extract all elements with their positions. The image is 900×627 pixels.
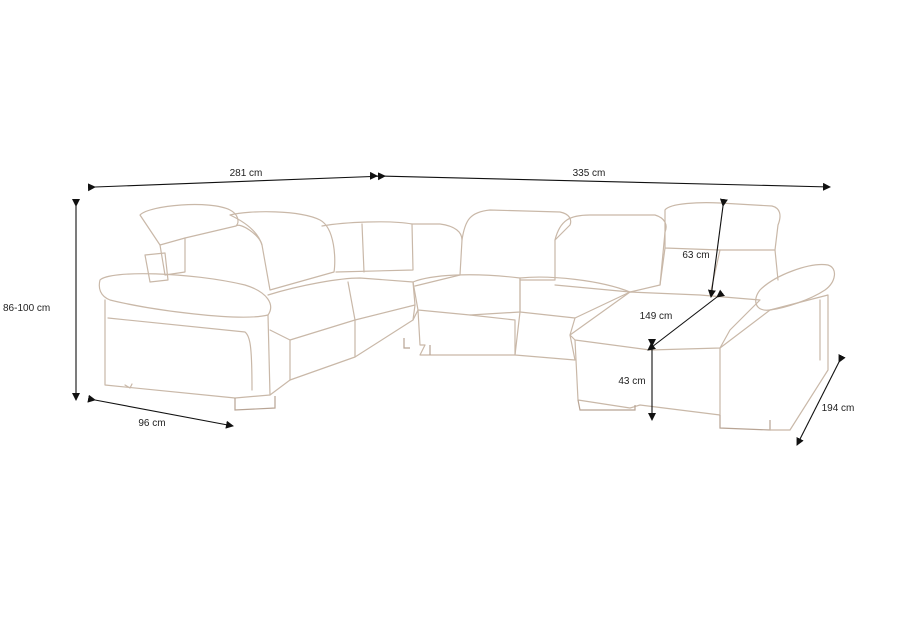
dim-line-headrest (707, 198, 728, 298)
left-seat (267, 277, 416, 341)
left-headrest (139, 203, 239, 246)
right-arm-front (769, 294, 829, 431)
corner-seat (412, 274, 521, 316)
label-seat-height: 43 cm (618, 376, 645, 387)
right-back-cushion-1 (461, 209, 572, 281)
dimension-labels: 281 cm 335 cm 86-100 cm 96 cm 63 cm 149 … (3, 168, 854, 429)
label-headrest: 63 cm (682, 250, 709, 261)
left-armrest-top (98, 273, 272, 318)
left-back-cushion-1 (229, 211, 336, 291)
right-back-cushion-2 (554, 214, 667, 293)
dim-line-depth (87, 394, 234, 429)
left-back-armrest (144, 252, 169, 283)
right-seat (519, 276, 631, 319)
label-chaise-length: 149 cm (640, 311, 673, 322)
dim-line-chaise-depth (796, 353, 846, 446)
dim-line-right-width (369, 171, 831, 191)
dim-line-chaise-length (647, 289, 725, 351)
label-chaise-depth: 194 cm (822, 403, 855, 414)
corner-sofa-drawing (98, 202, 835, 431)
label-depth: 96 cm (138, 418, 165, 429)
label-left-width: 281 cm (230, 168, 263, 179)
dim-line-left-width (87, 172, 386, 192)
right-armrest-top (755, 263, 835, 311)
left-corner-back (321, 221, 414, 273)
right-headrest (664, 202, 781, 251)
label-right-width: 335 cm (573, 168, 606, 179)
left-arm-front (104, 299, 271, 399)
label-height: 86-100 cm (3, 303, 50, 314)
dimension-lines (72, 171, 846, 446)
